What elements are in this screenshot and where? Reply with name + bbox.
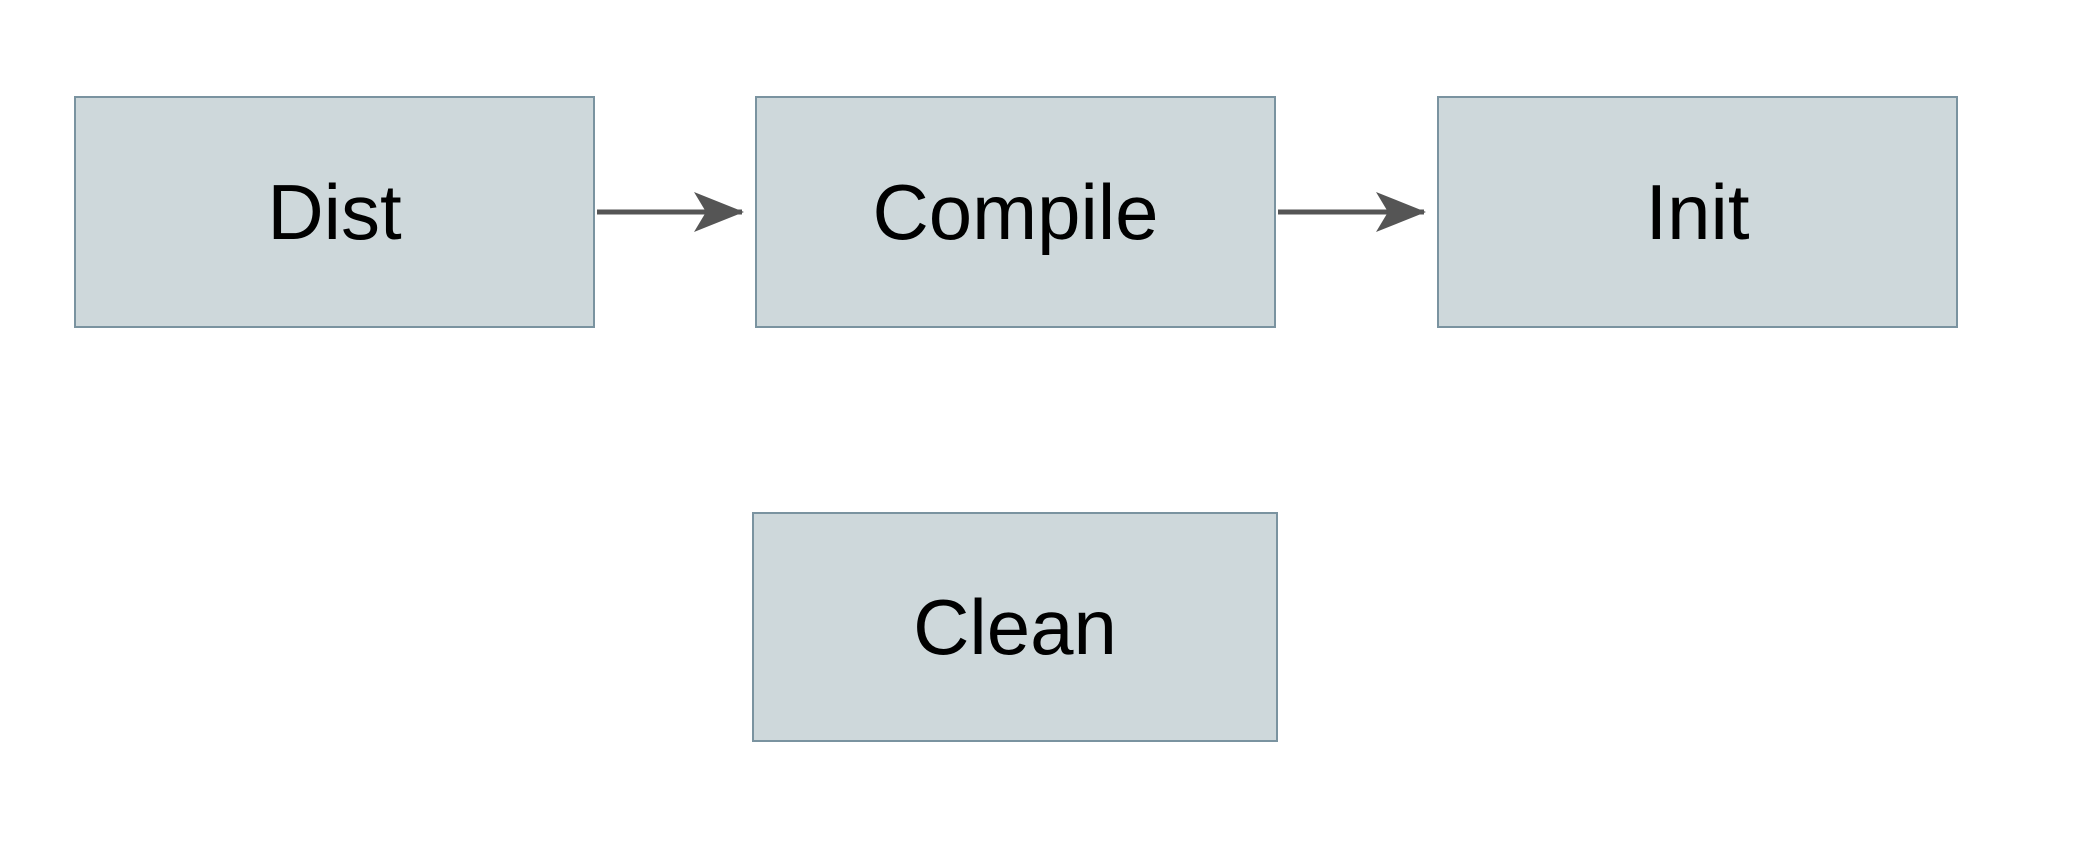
node-compile[interactable]: Compile — [755, 96, 1276, 328]
node-init[interactable]: Init — [1437, 96, 1958, 328]
node-clean[interactable]: Clean — [752, 512, 1278, 742]
node-compile-label: Compile — [872, 168, 1159, 256]
node-clean-label: Clean — [913, 583, 1117, 671]
node-init-label: Init — [1645, 168, 1750, 256]
node-dist[interactable]: Dist — [74, 96, 595, 328]
node-dist-label: Dist — [267, 168, 402, 256]
